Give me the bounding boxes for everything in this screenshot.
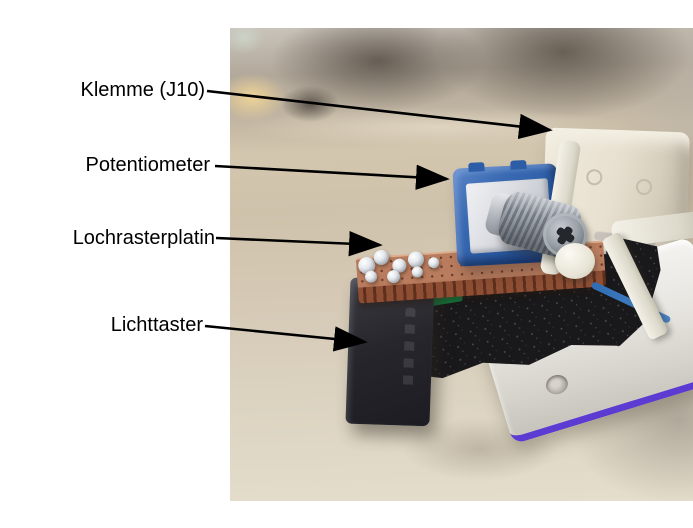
clamp-emboss-circle	[586, 168, 603, 186]
label-lochrasterplatine: Lochrasterplatin	[72, 227, 215, 249]
cable-tie-head	[555, 243, 595, 279]
potentiometer-tab	[510, 159, 527, 170]
label-klemme: Klemme (J10)	[80, 79, 205, 101]
plate-hole	[543, 372, 571, 397]
label-potentiometer: Potentiometer	[85, 154, 210, 176]
assembly-photo	[230, 28, 693, 501]
sensor-marking	[402, 307, 416, 386]
clamp-emboss-circle	[635, 178, 653, 196]
label-lichttaster: Lichttaster	[110, 314, 203, 336]
potentiometer-tab	[468, 162, 485, 172]
